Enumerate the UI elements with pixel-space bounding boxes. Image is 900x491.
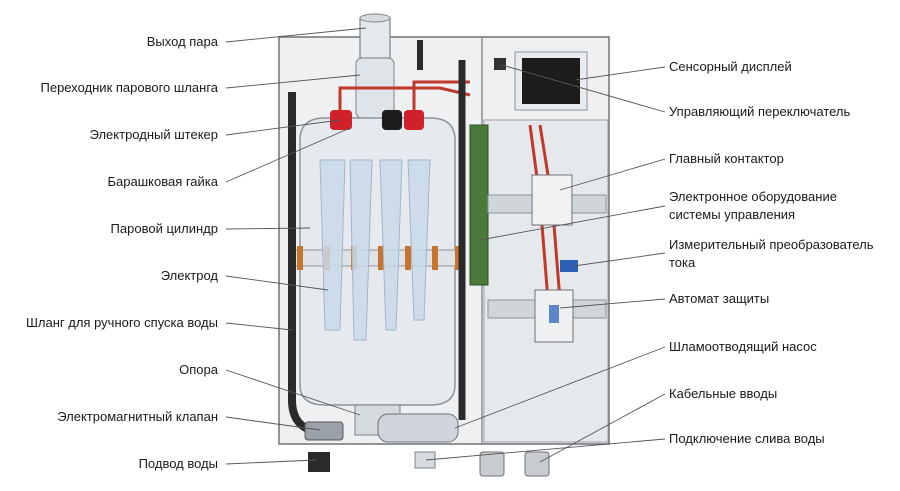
label-control-electronics-line2: системы управления	[669, 207, 796, 222]
label-touch-display: Сенсорный дисплей	[669, 59, 792, 74]
control-switch-body	[494, 58, 506, 70]
label-drain-connection: Подключение слива воды	[669, 431, 825, 446]
label-main-contactor: Главный контактор	[669, 151, 784, 166]
steam-outlet-pipe	[359, 17, 391, 59]
electrode-plug-black	[382, 110, 402, 130]
label-wing-nut: Барашковая гайка	[107, 174, 218, 189]
current-transducer	[560, 260, 578, 272]
label-steam-hose-adapter: Переходник парового шланга	[40, 80, 219, 95]
touch-display-screen	[522, 58, 580, 104]
drain-connection	[414, 451, 436, 469]
leader-lines-right	[425, 64, 666, 463]
cylinder-flange	[289, 249, 466, 267]
label-steam-outlet: Выход пара	[146, 34, 218, 49]
label-electrode: Электрод	[160, 268, 218, 283]
label-cable-glands: Кабельные вводы	[669, 386, 778, 401]
drain-pump	[377, 413, 459, 443]
label-control-switch: Управляющий переключатель	[669, 104, 851, 119]
label-electrode-plug: Электродный штекер	[89, 127, 218, 142]
electrode-plug-red-left	[330, 110, 352, 130]
water-supply-fitting	[308, 452, 330, 472]
label-water-supply: Подвод воды	[138, 456, 218, 471]
label-drain-pump: Шламоотводящий насос	[669, 339, 817, 354]
label-support: Опора	[179, 362, 218, 377]
main-contactor	[531, 174, 573, 226]
label-current-transducer-line1: Измерительный преобразователь	[669, 237, 874, 252]
electrodes	[319, 159, 431, 341]
label-steam-cylinder: Паровой цилиндр	[110, 221, 218, 236]
label-solenoid-valve: Электромагнитный клапан	[57, 409, 218, 424]
label-current-transducer-line2: тока	[669, 255, 696, 270]
label-manual-drain-hose: Шланг для ручного спуска воды	[26, 315, 218, 330]
label-circuit-breaker: Автомат защиты	[669, 291, 770, 306]
control-electronics-board	[469, 124, 489, 286]
solenoid-valve	[304, 421, 344, 441]
cable-glands	[479, 451, 550, 477]
circuit-breaker-lever	[549, 305, 559, 323]
leader-lines-left	[225, 27, 367, 465]
label-control-electronics-line1: Электронное оборудование	[669, 189, 837, 204]
steam-outlet-top	[359, 13, 391, 23]
electrode-plug-red-right	[404, 110, 424, 130]
